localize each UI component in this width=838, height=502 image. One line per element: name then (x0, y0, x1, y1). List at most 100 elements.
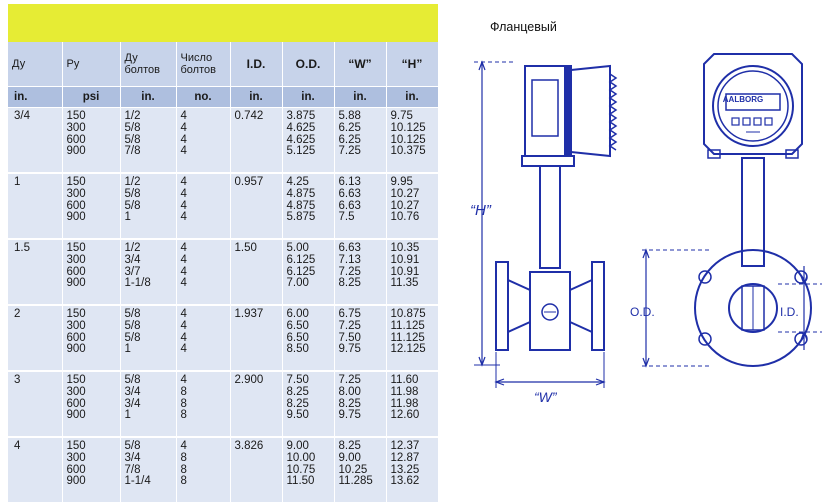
cell-ru-value: 600 (66, 463, 86, 476)
cell-du: 2 (8, 306, 63, 370)
cell-od-value: 10.75 (286, 463, 316, 476)
cell-h-value: 10.27 (390, 199, 420, 212)
cell-ru-value: 900 (66, 145, 86, 158)
cell-w-value: 11.285 (338, 475, 373, 488)
cell-ru-value: 300 (66, 319, 86, 332)
cell-od-value: 3.875 (286, 110, 316, 122)
cell-bolt-count-value: 8 (180, 397, 187, 410)
cell-bolt-count-value: 4 (180, 211, 187, 224)
cell-bolt-size-value: 3/7 (124, 265, 141, 278)
cell-w-value: 7.13 (338, 253, 361, 266)
cell-bolt-count-value: 4 (180, 176, 187, 188)
cell-w-value: 9.75 (338, 343, 361, 356)
cell-bolt-count-value: 4 (180, 440, 187, 452)
cell-w-value: 7.25 (338, 145, 361, 158)
cell-bolt-size-value: 5/8 (124, 121, 141, 134)
side-view (474, 60, 618, 388)
cell-bolt-count-value: 4 (180, 343, 187, 356)
cell-bolt-size-value: 5/8 (124, 440, 141, 452)
col-header-w: “W” (334, 42, 387, 87)
cell-du: 3/4 (8, 107, 63, 172)
cell-w-value: 9.00 (338, 451, 361, 464)
cell-h-value: 10.125 (390, 121, 426, 134)
meter-body-side (529, 271, 571, 351)
units-row: in. psi in. no. in. in. in. in. (8, 86, 439, 108)
cell-bolt-count-value: 4 (180, 133, 187, 146)
cell-bolt-size-value: 5/8 (124, 374, 141, 386)
unit-bolt-size: in. (120, 86, 177, 108)
cell-id: 1.50 (230, 240, 283, 304)
cell-od-value: 6.50 (286, 331, 309, 344)
spec-table: Ду Ру Ду болтов Число болтов I.D. O.D. “… (8, 42, 439, 502)
cell-h-value: 13.25 (390, 463, 420, 476)
cell-bolt-size-value: 5/8 (124, 133, 141, 146)
cell-ru-value: 600 (66, 265, 86, 278)
unit-du: in. (8, 86, 63, 108)
row-separator (8, 370, 439, 372)
electronics-housing-front (703, 53, 803, 155)
cell-ru-value: 300 (66, 121, 86, 134)
cell-w-value: 9.75 (338, 409, 361, 422)
flange-right (591, 261, 605, 351)
cell-h-value: 11.125 (390, 331, 425, 344)
cell-bolt-size-value: 5/8 (124, 199, 141, 212)
cell-bolt-count-value: 4 (180, 199, 187, 212)
cell-ru-value: 300 (66, 385, 86, 398)
cell-du: 3 (8, 372, 63, 436)
cell-od-value: 10.00 (286, 451, 316, 464)
cell-h-value: 10.375 (390, 145, 426, 158)
cell-w-value: 8.00 (338, 385, 361, 398)
row-separator (8, 436, 439, 438)
spec-table-panel: Ду Ру Ду болтов Число болтов I.D. O.D. “… (8, 4, 439, 502)
cell-w-value: 8.25 (338, 397, 361, 410)
cell-od-value: 9.50 (286, 409, 309, 422)
cell-bolt-size-value: 5/8 (124, 187, 141, 200)
cell-od-value: 9.00 (286, 440, 309, 452)
cell-w-value: 6.63 (338, 199, 361, 212)
button-2 (742, 117, 751, 126)
cell-ru-value: 150 (66, 110, 86, 122)
cell-bolt-count-value: 8 (180, 385, 187, 398)
cell-od-value: 5.125 (286, 145, 316, 158)
cell-du: 1.5 (8, 240, 63, 304)
flange-left (495, 261, 509, 351)
cell-w-value: 6.75 (338, 308, 361, 320)
row-separator (8, 172, 439, 174)
col-header-du: Ду (8, 42, 63, 87)
cell-bolt-size-value: 5/8 (124, 331, 141, 344)
cell-w-value: 7.5 (338, 211, 355, 224)
cell-w-value: 6.13 (338, 176, 361, 188)
cell-h-value: 13.62 (390, 475, 420, 488)
cell-od-value: 4.625 (286, 121, 316, 134)
cell-bolt-count-value: 4 (180, 319, 187, 332)
cell-du: 1 (8, 174, 63, 238)
cell-bolt-count-value: 4 (180, 145, 187, 158)
cell-w-value: 7.50 (338, 331, 361, 344)
bore (728, 283, 778, 333)
cell-du: 4 (8, 438, 63, 502)
cell-od-value: 7.50 (286, 374, 309, 386)
cell-id: 3.826 (230, 438, 283, 502)
cell-w-value: 6.63 (338, 187, 361, 200)
cell-od-value: 8.25 (286, 385, 309, 398)
cell-ru-value: 900 (66, 343, 86, 356)
cell-h-value: 10.125 (390, 133, 426, 146)
cell-id: 0.957 (230, 174, 283, 238)
